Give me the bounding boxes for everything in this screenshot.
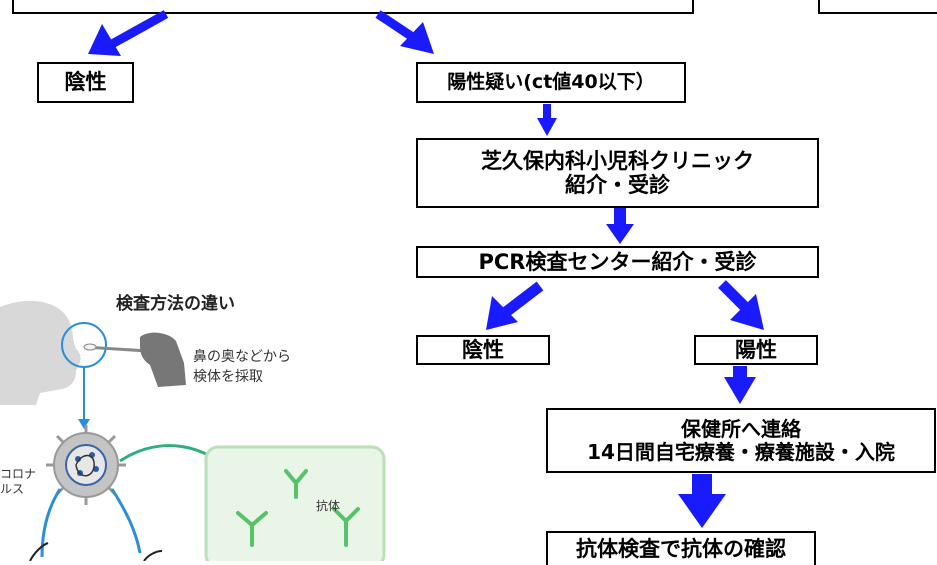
top-main-box [12,0,694,14]
illustration-title: 検査方法の違い [116,294,235,314]
sample-line-1: 鼻の奥などから [193,349,291,365]
arrow-to-pcr-center [606,208,634,244]
corona-line-1: コロナ [0,467,37,481]
corona-line-2: ルス [0,482,25,496]
hand-shape [140,332,186,387]
arrow-to-pcr-positive [718,280,764,330]
quarantine-label: 14日間自宅療養・療養施設・入院 [587,439,895,464]
test-method-illustration: 検査方法の違い 鼻の奥などから 検体を採取 コロナ ルス 抗体 [0,275,400,561]
illustration-sample-note: 鼻の奥などから 検体を採取 [193,347,291,387]
arrow-to-antibody-check [678,474,726,528]
suspected-positive-label: 陽性疑い(ct値40以下） [447,70,655,93]
illustration-graphic [0,300,386,561]
pcr-negative-box: 陰性 [416,335,550,365]
pcr-center-box: PCR検査センター紹介・受診 [416,246,819,278]
clinic-name-label: 芝久保内科小児科クリニック [481,148,754,173]
sample-line-2: 検体を採取 [193,369,263,385]
suspected-positive-box: 陽性疑い(ct値40以下） [416,62,686,103]
pcr-negative-label: 陰性 [462,337,504,362]
antibody-shapes [236,469,360,547]
head-silhouette [0,300,81,405]
arrow-to-health-center [724,366,756,404]
pcr-positive-label: 陽性 [735,337,777,362]
arrow-to-clinic [537,104,557,136]
arrow-to-negative-left [88,10,169,56]
clinic-referral-label: 紹介・受診 [565,173,670,197]
virus-graphic [46,425,126,505]
antibody-check-label: 抗体検査で抗体の確認 [576,536,786,561]
clinic-referral-box: 芝久保内科小児科クリニック 紹介・受診 [416,138,819,208]
top-right-box [818,0,937,14]
pcr-center-label: PCR検査センター紹介・受診 [478,249,757,274]
pcr-positive-box: 陽性 [694,335,818,365]
antibody-check-box: 抗体検査で抗体の確認 [546,531,816,565]
antibody-panel [204,445,386,561]
negative-label-left: 陰性 [64,70,107,95]
arrow-to-pcr-negative [486,281,544,330]
health-center-box: 保健所へ連絡 14日間自宅療養・療養施設・入院 [546,408,936,473]
illustration-corona-label: コロナ ルス [0,467,36,497]
negative-box-left: 陰性 [37,62,134,103]
illustration-antibody-label: 抗体 [316,499,341,513]
arrow-to-suspected [375,10,434,54]
health-center-label: 保健所へ連絡 [681,416,801,441]
